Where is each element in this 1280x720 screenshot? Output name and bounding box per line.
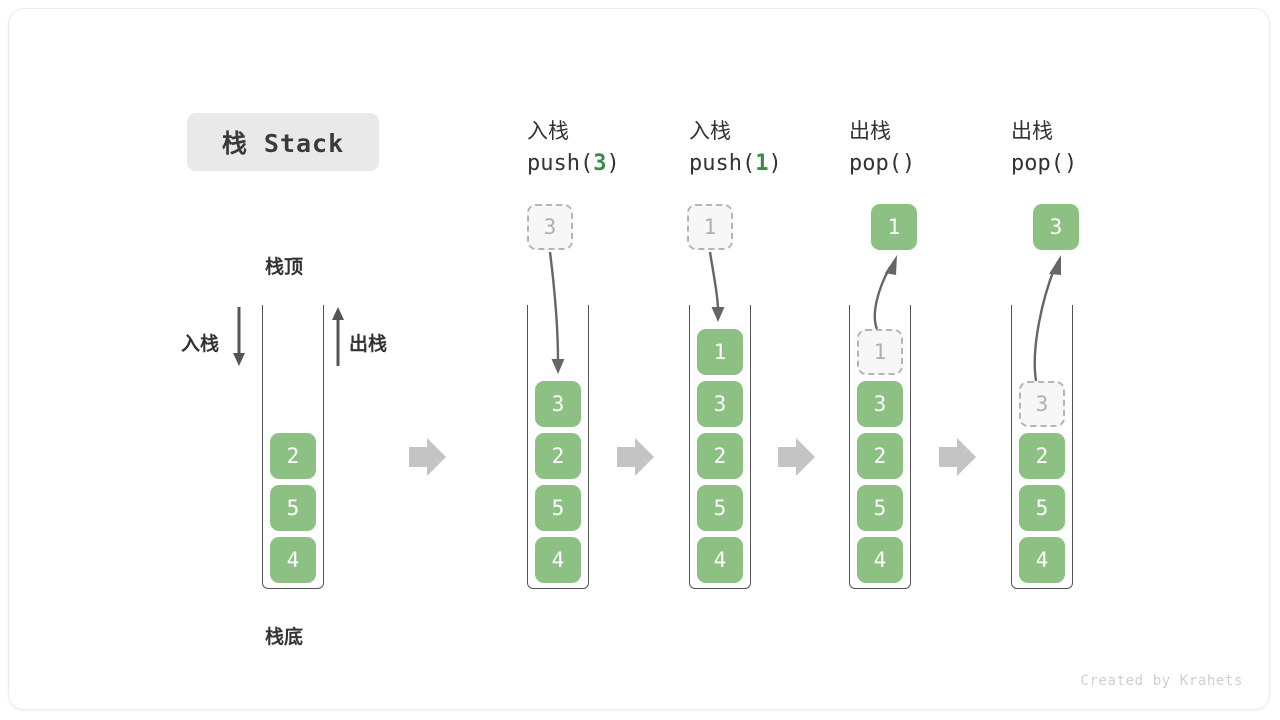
stack-cell: 4 [697,537,743,583]
stack-cell: 3 [535,381,581,427]
stack-cell: 4 [857,537,903,583]
column-op-cn: 入栈 [527,119,569,143]
transition-arrow-icon [939,438,976,476]
pop-1-arrowhead-icon [885,255,897,275]
column-header-push-3: 入栈 push(3) [527,114,687,180]
op-code-suffix: ) [606,151,620,176]
stack-cell: 5 [697,485,743,531]
stack-cell: 3 [697,381,743,427]
stack-cell: 2 [535,433,581,479]
stack-cell: 5 [535,485,581,531]
stack-cell: 4 [270,537,316,583]
op-code-prefix: pop( [1011,151,1064,176]
popped-cell: 1 [871,204,917,250]
push-legend-label: 入栈 [181,333,220,355]
popped-cell: 3 [1033,204,1079,250]
pop-legend-label: 出栈 [349,333,388,355]
column-op-cn: 入栈 [689,119,731,143]
column-op-cn: 出栈 [1011,119,1053,143]
stack-cell: 3 [857,381,903,427]
stack-cell: 5 [1019,485,1065,531]
stack-cell: 5 [857,485,903,531]
push-direction-arrow-icon [233,307,245,366]
op-code-suffix: ) [768,151,782,176]
stack-frame-pop-1 [849,305,911,589]
op-code-suffix: ) [1063,151,1078,176]
column-header-pop-1: 出栈 pop() [849,114,1009,180]
stack-top-label: 栈顶 [265,256,304,278]
stack-frame-push-1 [689,305,751,589]
diagram-title-badge: 栈 Stack [187,113,379,171]
stack-cell: 2 [857,433,903,479]
stack-cell: 4 [1019,537,1065,583]
push-1-flow-arrow [708,251,720,310]
op-code-arg: 1 [755,151,769,176]
op-code-prefix: pop( [849,151,902,176]
stack-cell: 2 [697,433,743,479]
column-header-pop-3: 出栈 pop() [1011,114,1171,180]
diagram-canvas: 栈 Stack 栈顶 栈底 入栈 出栈 2 5 4 入栈 push(3) 3 3… [8,8,1270,710]
footer-credit: Created by Krahets [1080,673,1243,689]
incoming-ghost-cell: 3 [527,204,573,250]
op-code-prefix: push( [527,151,594,176]
stack-cell: 2 [1019,433,1065,479]
transition-arrow-icon [617,438,654,476]
column-op-code: pop() [1011,148,1171,180]
column-op-cn: 出栈 [849,119,891,143]
stack-cell: 2 [270,433,316,479]
stack-cell: 1 [697,329,743,375]
stack-cell: 5 [270,485,316,531]
stack-cell: 4 [535,537,581,583]
pop-3-arrowhead-icon [1049,255,1061,275]
incoming-ghost-cell: 1 [687,204,733,250]
stack-frame-pop-3 [1011,305,1073,589]
column-header-push-1: 入栈 push(1) [689,114,849,180]
stack-bottom-label: 栈底 [265,626,304,648]
column-op-code: pop() [849,148,1009,180]
op-code-prefix: push( [689,151,756,176]
pop-direction-arrow-icon [332,307,344,366]
op-code-arg: 3 [593,151,607,176]
stack-frame-push-3 [527,305,589,589]
transition-arrow-icon [409,438,446,476]
op-code-suffix: ) [901,151,916,176]
column-op-code: push(3) [527,148,687,180]
vacated-ghost-cell: 1 [857,329,903,375]
stack-frame-initial [262,305,324,589]
transition-arrow-icon [778,438,815,476]
column-op-code: push(1) [689,148,849,180]
vacated-ghost-cell: 3 [1019,381,1065,427]
